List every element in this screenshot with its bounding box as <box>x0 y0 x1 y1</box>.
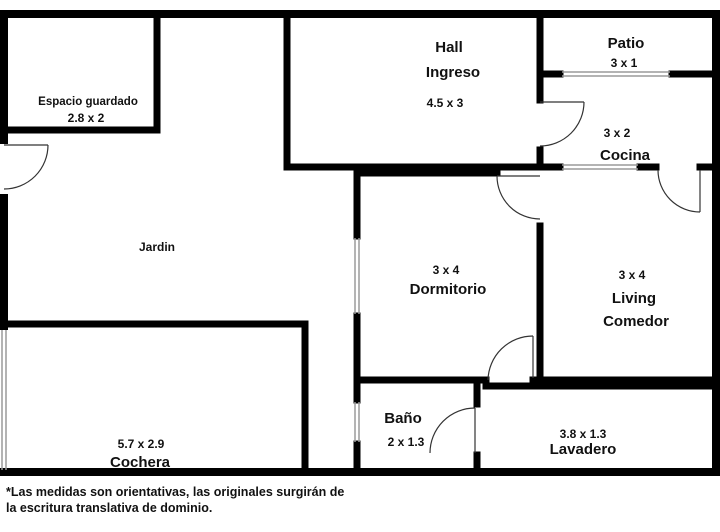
door-dormitorio-bottom <box>487 335 534 381</box>
room-labels: Espacio guardado 2.8 x 2 Hall Ingreso 4.… <box>38 35 669 471</box>
door-dormitorio-top <box>496 175 541 220</box>
size-espacio-guardado: 2.8 x 2 <box>68 111 105 125</box>
footnote-line-2: la escritura translativa de dominio. <box>6 501 213 515</box>
window-dorm-left <box>354 238 360 314</box>
label-hall-line2: Ingreso <box>426 64 480 81</box>
size-cocina: 3 x 2 <box>604 126 631 140</box>
size-hall: 4.5 x 3 <box>427 96 464 110</box>
label-jardin: Jardin <box>139 240 175 254</box>
window-garage-left <box>1 330 7 470</box>
size-cochera: 5.7 x 2.9 <box>118 437 165 451</box>
outer-walls <box>0 10 720 476</box>
label-bano: Baño <box>384 410 422 427</box>
size-living: 3 x 4 <box>619 268 646 282</box>
label-hall-line1: Hall <box>435 39 463 56</box>
door-living-top <box>657 169 701 213</box>
label-cochera: Cochera <box>110 454 171 471</box>
size-patio: 3 x 1 <box>611 56 638 70</box>
windows <box>1 71 670 470</box>
door-hall-kitchen <box>539 101 585 147</box>
window-kitchen <box>562 164 638 170</box>
label-patio: Patio <box>608 35 645 52</box>
door-bano <box>429 407 476 454</box>
footnote-line-1: *Las medidas son orientativas, las origi… <box>6 485 345 499</box>
interior-walls <box>0 10 720 476</box>
size-lavadero: 3.8 x 1.3 <box>560 427 607 441</box>
label-lavadero: Lavadero <box>550 441 617 458</box>
label-living-line1: Living <box>612 290 656 307</box>
label-cocina: Cocina <box>600 147 651 164</box>
label-espacio-guardado: Espacio guardado <box>38 96 138 108</box>
disclaimer-footnote: *Las medidas son orientativas, las origi… <box>6 484 566 516</box>
window-patio <box>562 71 670 77</box>
door-jardin-left <box>3 144 49 190</box>
label-living-line2: Comedor <box>603 313 669 330</box>
size-dormitorio: 3 x 4 <box>433 263 460 277</box>
doors <box>3 101 701 454</box>
size-bano: 2 x 1.3 <box>388 435 425 449</box>
window-bath-left <box>354 402 360 442</box>
label-dormitorio: Dormitorio <box>410 281 487 298</box>
